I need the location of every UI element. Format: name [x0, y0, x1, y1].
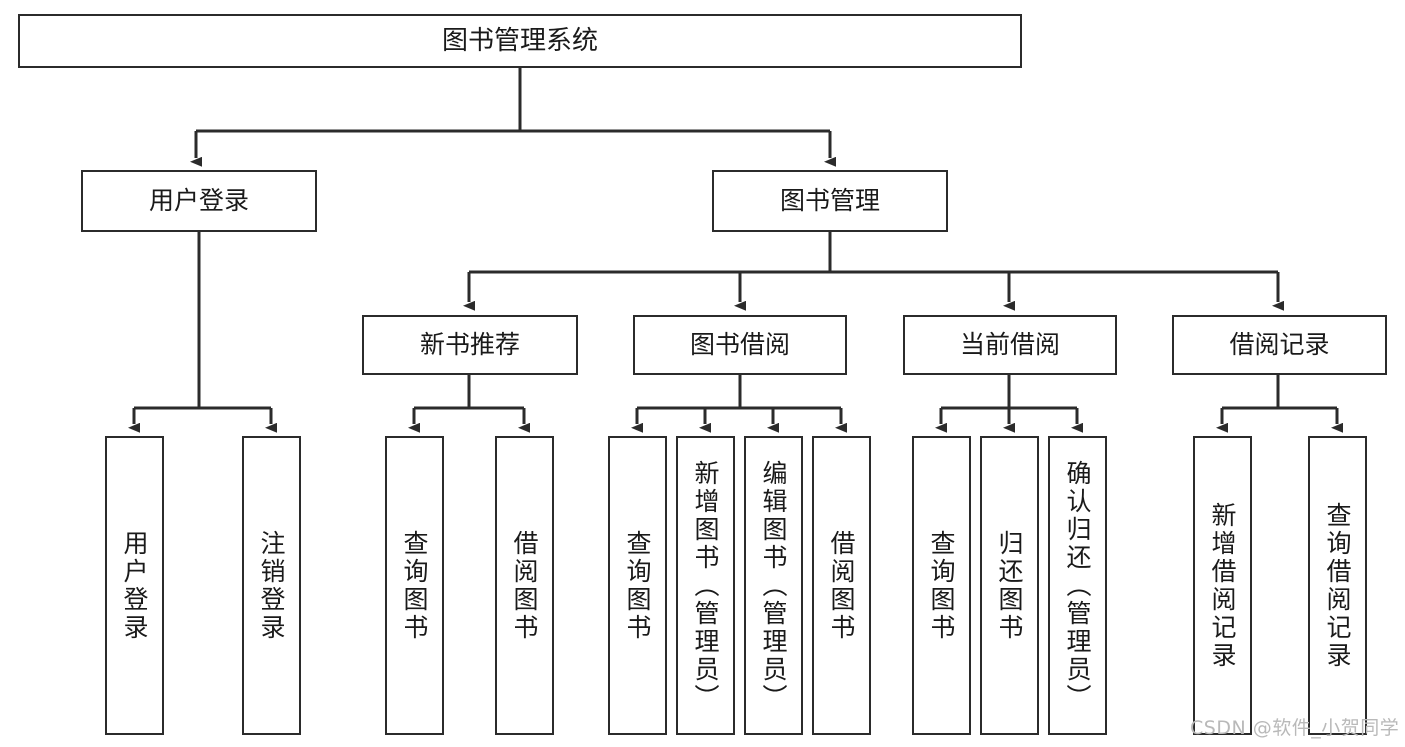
- leaf-record-query[interactable]: 查询借阅记录: [1308, 436, 1367, 735]
- node-label: 用户登录: [148, 186, 249, 216]
- leaf-borrow-query-book[interactable]: 查询图书: [608, 436, 667, 735]
- node-book-borrow[interactable]: 图书借阅: [633, 315, 847, 375]
- node-label: 图书管理: [779, 186, 880, 216]
- node-borrow-record[interactable]: 借阅记录: [1172, 315, 1387, 375]
- node-label: 当前借阅: [959, 330, 1060, 360]
- node-label: 编辑图书（管理员）: [759, 459, 788, 712]
- leaf-borrow-add-book-admin[interactable]: 新增图书（管理员）: [676, 436, 735, 735]
- node-label: 注销登录: [257, 529, 286, 642]
- node-label: 确认归还（管理员）: [1063, 459, 1092, 712]
- leaf-user-logout[interactable]: 注销登录: [242, 436, 301, 735]
- node-label: 新增借阅记录: [1208, 501, 1237, 670]
- node-label: 新增图书（管理员）: [691, 459, 720, 712]
- node-label: 查询借阅记录: [1323, 501, 1352, 670]
- leaf-current-query-book[interactable]: 查询图书: [912, 436, 971, 735]
- leaf-borrow-borrow-book[interactable]: 借阅图书: [812, 436, 871, 735]
- leaf-recommend-borrow-book[interactable]: 借阅图书: [495, 436, 554, 735]
- leaf-record-add[interactable]: 新增借阅记录: [1193, 436, 1252, 735]
- csdn-watermark: CSDN @软件_小贺同学: [1190, 717, 1400, 739]
- leaf-recommend-query-book[interactable]: 查询图书: [385, 436, 444, 735]
- node-label: 新书推荐: [419, 330, 520, 360]
- node-book-management[interactable]: 图书管理: [712, 170, 948, 232]
- node-label: 图书借阅: [689, 330, 790, 360]
- node-label: 借阅图书: [827, 529, 856, 642]
- node-user-login[interactable]: 用户登录: [81, 170, 317, 232]
- node-label: 查询图书: [927, 529, 956, 642]
- node-root-system[interactable]: 图书管理系统: [18, 14, 1022, 68]
- node-label: 图书管理系统: [441, 25, 598, 56]
- node-label: 查询图书: [400, 529, 429, 642]
- node-label: 借阅图书: [510, 529, 539, 642]
- node-label: 借阅记录: [1229, 330, 1330, 360]
- node-current-borrow[interactable]: 当前借阅: [903, 315, 1117, 375]
- leaf-user-login[interactable]: 用户登录: [105, 436, 164, 735]
- leaf-borrow-edit-book-admin[interactable]: 编辑图书（管理员）: [744, 436, 803, 735]
- node-label: 查询图书: [623, 529, 652, 642]
- node-label: 归还图书: [995, 529, 1024, 642]
- node-new-book-recommend[interactable]: 新书推荐: [362, 315, 578, 375]
- node-label: 用户登录: [120, 529, 149, 642]
- leaf-current-return-book[interactable]: 归还图书: [980, 436, 1039, 735]
- leaf-current-confirm-return-admin[interactable]: 确认归还（管理员）: [1048, 436, 1107, 735]
